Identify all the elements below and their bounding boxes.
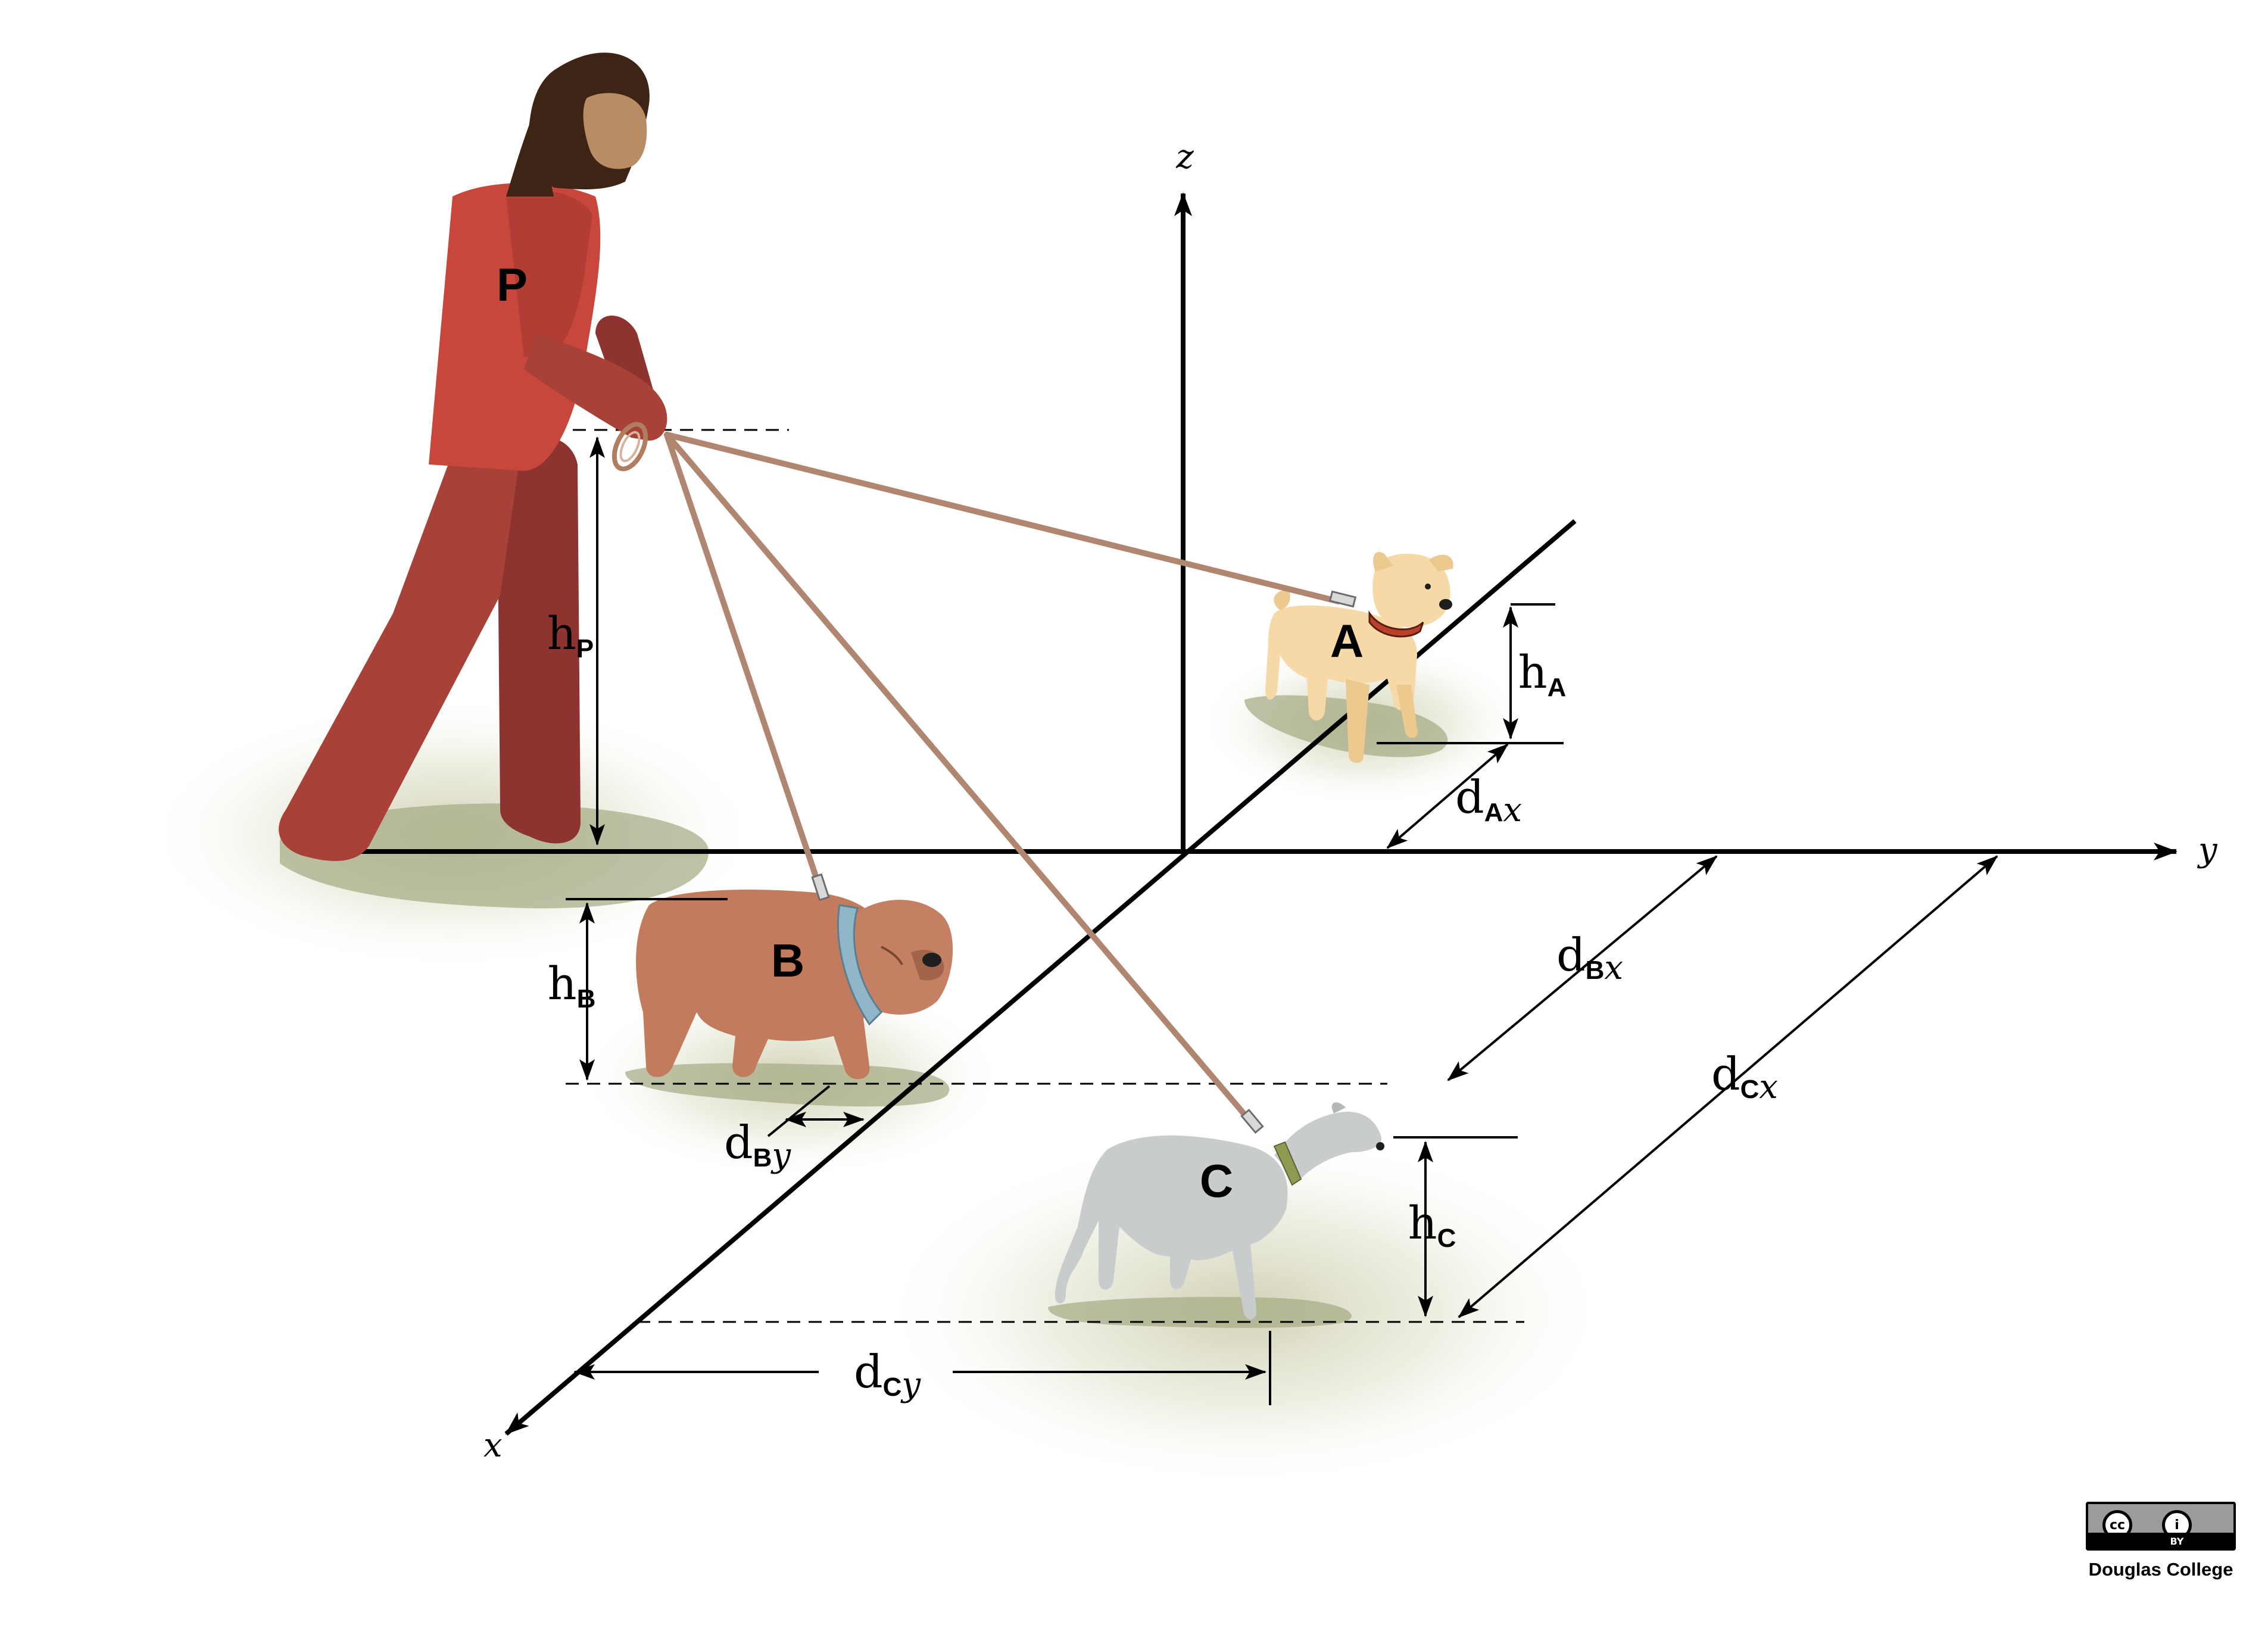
credit-text: Douglas College: [2088, 1559, 2233, 1580]
label-d-by: dBy: [724, 1116, 791, 1175]
dimension-labels: hP hA hB hC dAx dBx dCx dBy dCy: [547, 607, 1778, 1404]
dog-c-label: C: [1200, 1155, 1233, 1207]
cc-by-badge: cc i BY: [2086, 1502, 2236, 1551]
label-d-bx: dBx: [1556, 928, 1623, 987]
license-block: cc i BY Douglas College: [2086, 1502, 2236, 1580]
dog-b-label: B: [771, 934, 804, 987]
badge-strip: [2088, 1533, 2233, 1548]
person-label: P: [497, 258, 528, 311]
dog-c-figure: [1055, 1102, 1384, 1320]
x-axis-label: x: [483, 1426, 503, 1465]
label-d-cy: dCy: [854, 1345, 921, 1404]
shadows: [280, 695, 1448, 1328]
z-axis-label: z: [1175, 138, 1194, 176]
dog-b-figure: [636, 890, 953, 1080]
leash-clips: [811, 590, 1357, 1134]
label-h-a: hA: [1518, 645, 1567, 702]
label-d-ax: dAx: [1455, 771, 1522, 829]
leashes: [664, 432, 1342, 1131]
dimension-lines: [566, 436, 1998, 1405]
label-d-cx: dCx: [1711, 1047, 1778, 1106]
y-axis-label: y: [2197, 831, 2218, 869]
label-h-c: hC: [1408, 1196, 1456, 1253]
person-figure: [279, 52, 667, 861]
label-h-b: hB: [548, 957, 596, 1013]
dog-a-label: A: [1330, 615, 1364, 667]
label-h-p: hP: [547, 607, 594, 663]
dog-a-figure: [1265, 551, 1453, 763]
by-text: BY: [2170, 1536, 2184, 1547]
